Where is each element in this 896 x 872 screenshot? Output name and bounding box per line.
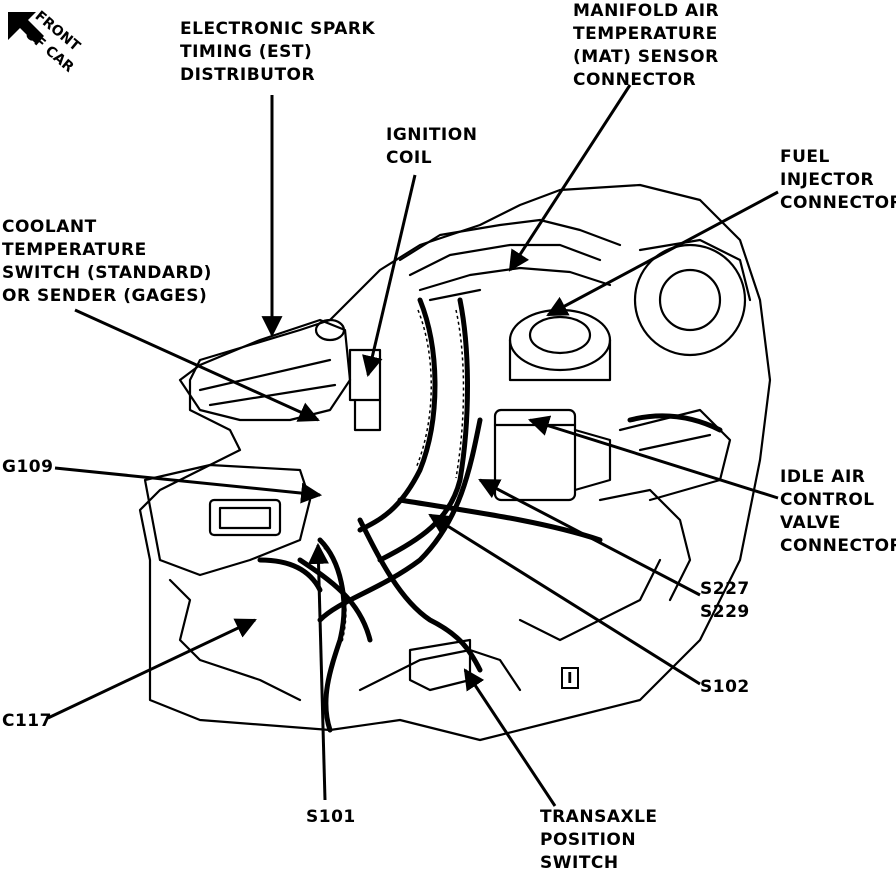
leader-c117 [47, 618, 257, 720]
front-arrow-icon [8, 12, 44, 44]
label-fuel-injector: FUEL INJECTOR CONNECTOR [780, 147, 896, 213]
leader-lines [47, 84, 779, 807]
leader-mat-sensor [508, 84, 632, 272]
wiring-harness [257, 297, 723, 733]
label-s101: S101 [306, 807, 356, 827]
label-est-distributor: ELECTRONIC SPARK TIMING (EST) DISTRIBUTO… [180, 19, 376, 85]
leader-transaxle-switch [463, 668, 557, 807]
label-s227-s229: S227 S229 [700, 579, 750, 622]
label-idle-air-control: IDLE AIR CONTROL VALVE CONNECTOR [780, 467, 896, 556]
box-marker-outline [561, 667, 579, 689]
leader-s101 [308, 542, 330, 801]
label-transaxle-switch: TRANSAXLE POSITION SWITCH [540, 807, 658, 872]
leader-idle-air-control [527, 415, 779, 500]
label-ignition-coil: IGNITION COIL [386, 125, 478, 168]
leader-coolant-switch [74, 308, 320, 422]
box-marker-label: I [567, 669, 574, 687]
leader-fuel-injector [546, 190, 779, 317]
harness-detail [323, 309, 465, 643]
leader-ignition-coil [362, 174, 417, 378]
front-of-car-label: FRONT OF CAR [20, 8, 120, 88]
leader-s227-s229 [478, 478, 701, 597]
label-s102: S102 [700, 677, 750, 697]
label-c117: C117 [2, 711, 52, 731]
label-coolant-switch: COOLANT TEMPERATURE SWITCH (STANDARD) OR… [2, 217, 212, 306]
leader-g109 [54, 466, 323, 504]
leader-s102 [428, 513, 701, 686]
label-mat-sensor: MANIFOLD AIR TEMPERATURE (MAT) SENSOR CO… [573, 1, 720, 90]
label-g109: G109 [2, 457, 54, 477]
engine-block-drawing [138, 183, 772, 742]
